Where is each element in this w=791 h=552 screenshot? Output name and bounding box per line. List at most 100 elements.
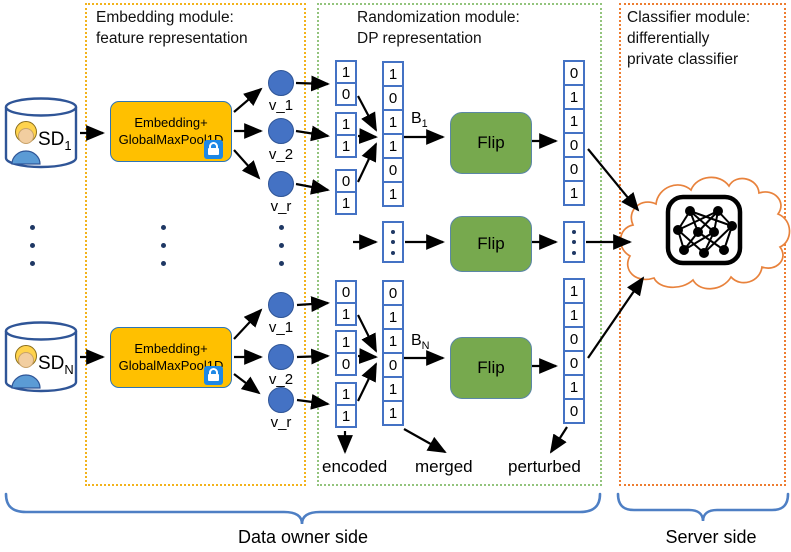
bit-cell: 0 — [382, 352, 404, 378]
encoded-vector-bottom-2: 1 0 — [335, 330, 357, 376]
bit-cell: 1 — [335, 330, 357, 354]
bit-cell: 0 — [335, 352, 357, 376]
bn-base: B — [411, 332, 422, 349]
bit-cell: 0 — [335, 280, 357, 304]
v2-label: v_2 — [268, 371, 294, 388]
bn-sub: N — [421, 340, 430, 353]
b1-base: B — [411, 110, 422, 127]
ellipsis-dots — [161, 225, 166, 266]
embedding-box-top: Embedding+ GlobalMaxPool1D — [110, 101, 232, 162]
server-side-label: Server side — [665, 527, 757, 547]
v2-label: v_2 — [268, 146, 294, 163]
bn-label: BN — [411, 332, 430, 352]
classifier-title-line2: differentially — [627, 30, 710, 47]
perturbed-vector-bottom: 1 1 0 0 1 0 — [563, 278, 585, 424]
embedding-title-line2: feature representation — [96, 30, 248, 47]
bit-cell: 1 — [335, 112, 357, 136]
merged-label: merged — [415, 457, 473, 476]
bit-cell: 1 — [382, 181, 404, 207]
bit-cell: 1 — [382, 109, 404, 135]
bit-cell: 1 — [335, 60, 357, 84]
bit-cell: 0 — [563, 398, 585, 424]
bit-cell: 1 — [335, 404, 357, 428]
bit-cell: 1 — [563, 374, 585, 400]
feature-node-v2 — [268, 344, 294, 370]
vr-label: v_r — [270, 198, 292, 215]
flip-label: Flip — [477, 358, 505, 377]
bit-cell: 0 — [563, 350, 585, 376]
feature-node-v1 — [268, 70, 294, 96]
merged-vector-bottom: 0 1 1 0 1 1 — [382, 280, 404, 426]
classifier-module-title: Classifier module: differentially privat… — [627, 7, 750, 70]
vr-label: v_r — [270, 414, 292, 431]
bit-cell: 0 — [335, 169, 357, 193]
data-owner-brace — [4, 492, 602, 525]
embedding-module-title: Embedding module: feature representation — [96, 7, 248, 49]
bit-cell: 1 — [563, 108, 585, 134]
flip-box-top: Flip — [450, 112, 532, 174]
bit-cell: 1 — [382, 376, 404, 402]
feature-node-v1 — [268, 292, 294, 318]
randomization-module-frame — [317, 3, 602, 486]
encoded-vector-top-3: 0 1 — [335, 169, 357, 215]
bit-cell: 1 — [563, 84, 585, 110]
database-user-icon — [4, 321, 78, 393]
feature-node-vr — [268, 171, 294, 197]
bit-cell: 1 — [335, 302, 357, 326]
sd1-label: SD1 — [38, 129, 72, 153]
bit-cell: 0 — [563, 60, 585, 86]
randomization-module-title: Randomization module: DP representation — [357, 7, 520, 49]
sdn-label: SDN — [38, 353, 74, 377]
embedding-box-line1: Embedding+ — [134, 115, 208, 130]
sd1-base: SD — [38, 129, 65, 150]
flip-box-bottom: Flip — [450, 337, 532, 399]
embedding-box-bottom: Embedding+ GlobalMaxPool1D — [110, 327, 232, 388]
embedding-module-frame — [85, 3, 306, 486]
bit-cell: 1 — [563, 302, 585, 328]
feature-node-v2 — [268, 118, 294, 144]
flip-label: Flip — [477, 133, 505, 152]
bit-cell: 1 — [563, 278, 585, 304]
encoded-vector-bottom-3: 1 1 — [335, 382, 357, 428]
sdn-base: SD — [38, 353, 65, 374]
bit-cell: 1 — [563, 180, 585, 206]
sdn-sub: N — [64, 361, 74, 377]
encoded-vector-top-1: 1 0 — [335, 60, 357, 106]
bit-cell: 0 — [563, 132, 585, 158]
v1-label: v_1 — [268, 319, 294, 336]
bit-cell: 1 — [382, 328, 404, 354]
bit-cell: 1 — [382, 304, 404, 330]
merged-vector-top: 1 0 1 1 0 1 — [382, 61, 404, 207]
sd1-sub: 1 — [64, 137, 72, 153]
ellipsis-vector-box — [563, 221, 585, 263]
ellipsis-dots — [279, 225, 284, 266]
database-user-icon — [4, 97, 78, 169]
bit-cell: 0 — [335, 82, 357, 106]
feature-node-vr — [268, 387, 294, 413]
embedding-box-line1: Embedding+ — [134, 341, 208, 356]
randomization-title-line1: Randomization module: — [357, 9, 520, 26]
v1-label: v_1 — [268, 97, 294, 114]
classifier-title-line3: private classifier — [627, 51, 739, 68]
perturbed-vector-top: 0 1 1 0 0 1 — [563, 60, 585, 206]
lock-icon — [204, 140, 223, 159]
data-owner-side-label: Data owner side — [237, 527, 369, 547]
server-brace — [616, 492, 790, 522]
b1-label: B1 — [411, 110, 428, 130]
bit-cell: 1 — [382, 400, 404, 426]
flip-label: Flip — [477, 234, 505, 253]
randomization-title-line2: DP representation — [357, 30, 482, 47]
bit-cell: 1 — [382, 61, 404, 87]
bit-cell: 0 — [382, 280, 404, 306]
bit-cell: 0 — [563, 156, 585, 182]
embedding-box-line2: GlobalMaxPool1D — [118, 357, 224, 373]
lock-icon — [204, 366, 223, 385]
bit-cell: 0 — [563, 326, 585, 352]
ellipsis-dots — [30, 225, 35, 266]
ellipsis-vector-box — [382, 221, 404, 263]
embedding-title-line1: Embedding module: — [96, 9, 234, 26]
encoded-vector-top-2: 1 1 — [335, 112, 357, 158]
encoded-label: encoded — [322, 457, 388, 476]
bit-cell: 1 — [335, 191, 357, 215]
